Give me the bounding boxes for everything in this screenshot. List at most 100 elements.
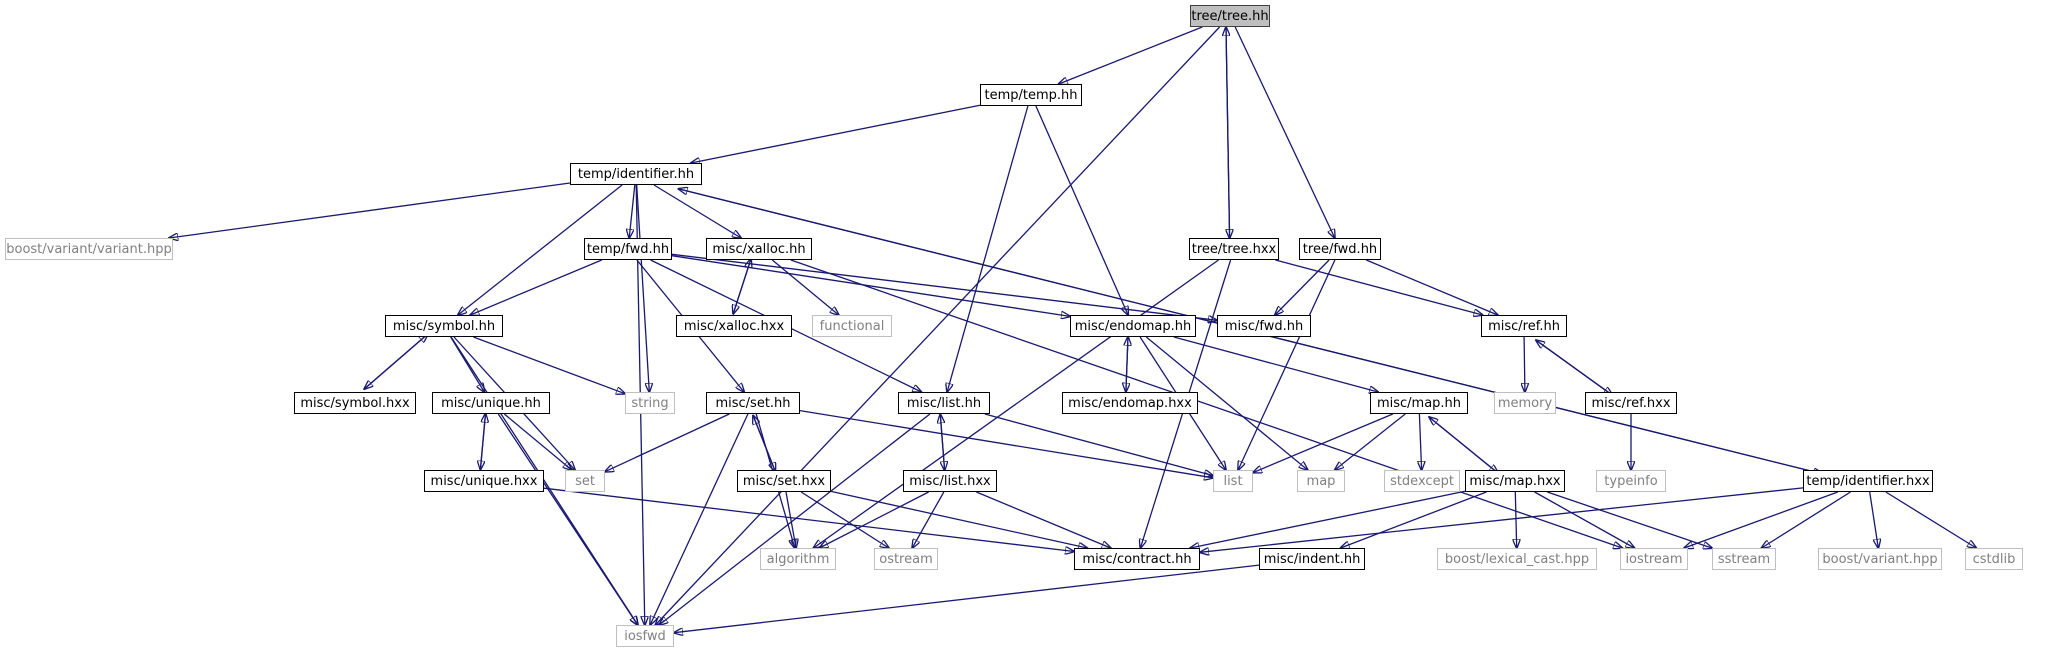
node-misc-list-hxx[interactable]: misc/list.hxx <box>903 470 997 492</box>
node-list: list <box>1213 470 1253 492</box>
edge-misc-endomap-hxx-to-misc-endomap-hh <box>1126 337 1128 392</box>
edge-misc-unique-hxx-to-misc-unique-hh <box>479 414 485 470</box>
edge-misc-set-hh-to-set <box>605 413 730 472</box>
edge-temp-identifier-hxx-to-iostream <box>1684 491 1839 548</box>
node-boost-variant-variant-hpp: boost/variant/variant.hpp <box>5 238 173 260</box>
edge-misc-map-hh-to-stdexcept <box>1419 413 1421 470</box>
edge-tree-tree-hxx-to-tree-tree-hh <box>1226 27 1231 239</box>
edge-misc-map-hh-to-list <box>1253 413 1394 473</box>
node-functional: functional <box>812 315 892 337</box>
node-misc-endomap-hxx[interactable]: misc/endomap.hxx <box>1062 392 1198 414</box>
edge-temp-fwd-hh-to-misc-fwd-hh <box>671 253 1217 320</box>
edge-misc-set-hxx-to-ostream <box>800 491 889 548</box>
edge-temp-identifier-hxx-to-cstdlib <box>1885 491 1976 548</box>
node-misc-unique-hh[interactable]: misc/unique.hh <box>432 392 550 414</box>
node-ostream: ostream <box>874 548 938 570</box>
edge-misc-map-hxx-to-iostream <box>1534 491 1635 548</box>
edge-misc-list-hh-to-iosfwd <box>659 413 931 625</box>
node-misc-ref-hxx[interactable]: misc/ref.hxx <box>1585 392 1677 414</box>
edge-misc-map-hh-to-map <box>1335 413 1406 470</box>
edge-tree-tree-hh-to-temp-temp-hh <box>1059 26 1203 84</box>
edge-misc-symbol-hxx-to-misc-symbol-hh <box>363 334 428 390</box>
node-misc-symbol-hh[interactable]: misc/symbol.hh <box>385 315 503 337</box>
edge-temp-identifier-hxx-to-misc-contract-hh <box>1200 487 1804 552</box>
node-string: string <box>625 392 675 414</box>
edge-misc-indent-hh-to-iosfwd <box>674 564 1260 633</box>
node-tree-tree-hxx[interactable]: tree/tree.hxx <box>1189 238 1279 260</box>
node-misc-unique-hxx[interactable]: misc/unique.hxx <box>424 470 544 492</box>
node-cstdlib: cstdlib <box>1965 548 2023 570</box>
node-misc-map-hxx[interactable]: misc/map.hxx <box>1465 470 1565 492</box>
edge-temp-identifier-hh-to-string <box>636 184 650 392</box>
edge-temp-fwd-hh-to-misc-symbol-hh <box>470 259 602 315</box>
node-typeinfo: typeinfo <box>1596 470 1666 492</box>
node-algorithm: algorithm <box>760 548 836 570</box>
edge-misc-map-hxx-to-misc-map-hh <box>1429 417 1499 474</box>
edge-tree-tree-hh-to-iosfwd <box>655 26 1221 625</box>
node-map: map <box>1297 470 1345 492</box>
node-sstream: sstream <box>1712 548 1776 570</box>
edge-tree-fwd-hh-to-misc-ref-hh <box>1366 259 1497 315</box>
node-misc-list-hh[interactable]: misc/list.hh <box>898 392 990 414</box>
edge-temp-temp-hh-to-temp-identifier-hh <box>691 104 981 163</box>
node-misc-ref-hh[interactable]: misc/ref.hh <box>1481 315 1567 337</box>
node-misc-fwd-hh[interactable]: misc/fwd.hh <box>1217 315 1311 337</box>
edge-misc-list-hh-to-list <box>984 413 1213 476</box>
node-temp-temp-hh[interactable]: temp/temp.hh <box>980 84 1082 106</box>
edge-temp-identifier-hxx-to-sstream <box>1762 491 1851 548</box>
edge-misc-unique-hh-to-iosfwd <box>497 413 637 625</box>
node-misc-symbol-hxx[interactable]: misc/symbol.hxx <box>294 392 416 414</box>
node-iostream: iostream <box>1620 548 1688 570</box>
node-misc-contract-hh[interactable]: misc/contract.hh <box>1074 548 1200 570</box>
edge-misc-map-hxx-to-sstream <box>1547 491 1712 548</box>
edge-misc-unique-hh-to-set <box>503 413 571 470</box>
edge-temp-identifier-hxx-to-boost-variant-hpp <box>1869 491 1879 548</box>
node-temp-identifier-hh[interactable]: temp/identifier.hh <box>570 163 702 185</box>
edge-misc-set-hh-to-list <box>799 409 1213 478</box>
node-iosfwd: iosfwd <box>616 625 674 647</box>
edge-misc-list-hxx-to-misc-contract-hh <box>976 491 1110 548</box>
node-misc-indent-hh[interactable]: misc/indent.hh <box>1259 548 1365 570</box>
edge-misc-ref-hxx-to-misc-ref-hh <box>1536 340 1613 396</box>
edge-misc-list-hxx-to-misc-list-hh <box>940 414 946 471</box>
node-misc-set-hh[interactable]: misc/set.hh <box>706 392 800 414</box>
node-misc-set-hxx[interactable]: misc/set.hxx <box>737 470 831 492</box>
edge-temp-identifier-hh-to-misc-symbol-hh <box>458 184 623 315</box>
node-stdexcept: stdexcept <box>1384 470 1460 492</box>
edge-misc-ref-hh-to-memory <box>1524 336 1525 392</box>
edge-temp-temp-hh-to-misc-endomap-hh <box>1035 105 1128 315</box>
edge-temp-identifier-hh-to-misc-xalloc-hh <box>653 184 741 238</box>
edge-misc-symbol-hh-to-string <box>473 336 625 394</box>
edge-misc-set-hxx-to-algorithm <box>785 491 796 548</box>
edge-misc-xalloc-hh-to-iostream <box>790 259 1622 548</box>
node-tree-tree-hh[interactable]: tree/tree.hh <box>1190 5 1270 27</box>
edge-tree-fwd-hh-to-list <box>1238 259 1336 470</box>
edge-misc-map-hxx-to-misc-contract-hh <box>1190 490 1466 548</box>
node-boost-variant-hpp: boost/variant.hpp <box>1818 548 1942 570</box>
node-temp-identifier-hxx[interactable]: temp/identifier.hxx <box>1803 470 1933 492</box>
edge-misc-xalloc-hh-to-functional <box>771 259 838 315</box>
edge-tree-tree-hxx-to-algorithm <box>814 259 1219 548</box>
node-misc-xalloc-hh[interactable]: misc/xalloc.hh <box>706 238 812 260</box>
edge-tree-fwd-hh-to-misc-fwd-hh <box>1275 259 1330 315</box>
edge-misc-endomap-hh-to-misc-map-hh <box>1173 336 1378 392</box>
edge-misc-endomap-hh-to-map <box>1145 336 1307 470</box>
edge-temp-identifier-hh-to-boost-variant-variant-hpp <box>169 182 571 238</box>
edge-temp-fwd-hh-to-misc-endomap-hh <box>671 255 1070 317</box>
edge-misc-unique-hxx-to-misc-contract-hh <box>543 487 1074 551</box>
node-memory: memory <box>1494 392 1556 414</box>
edge-tree-tree-hh-to-tree-fwd-hh <box>1234 26 1335 238</box>
node-tree-fwd-hh[interactable]: tree/fwd.hh <box>1299 238 1381 260</box>
node-set: set <box>565 470 605 492</box>
edge-misc-set-hh-to-iosfwd <box>650 413 749 625</box>
node-misc-xalloc-hxx[interactable]: misc/xalloc.hxx <box>676 315 792 337</box>
node-misc-map-hh[interactable]: misc/map.hh <box>1370 392 1468 414</box>
edge-misc-xalloc-hxx-to-misc-xalloc-hh <box>732 259 751 315</box>
node-temp-fwd-hh[interactable]: temp/fwd.hh <box>584 238 672 260</box>
edge-tree-tree-hxx-to-misc-ref-hh <box>1275 259 1482 315</box>
edge-misc-list-hxx-to-algorithm <box>819 491 929 548</box>
edge-temp-identifier-hh-to-temp-fwd-hh <box>629 184 636 238</box>
edge-misc-map-hxx-to-misc-indent-hh <box>1341 491 1487 548</box>
node-misc-endomap-hh[interactable]: misc/endomap.hh <box>1070 315 1196 337</box>
